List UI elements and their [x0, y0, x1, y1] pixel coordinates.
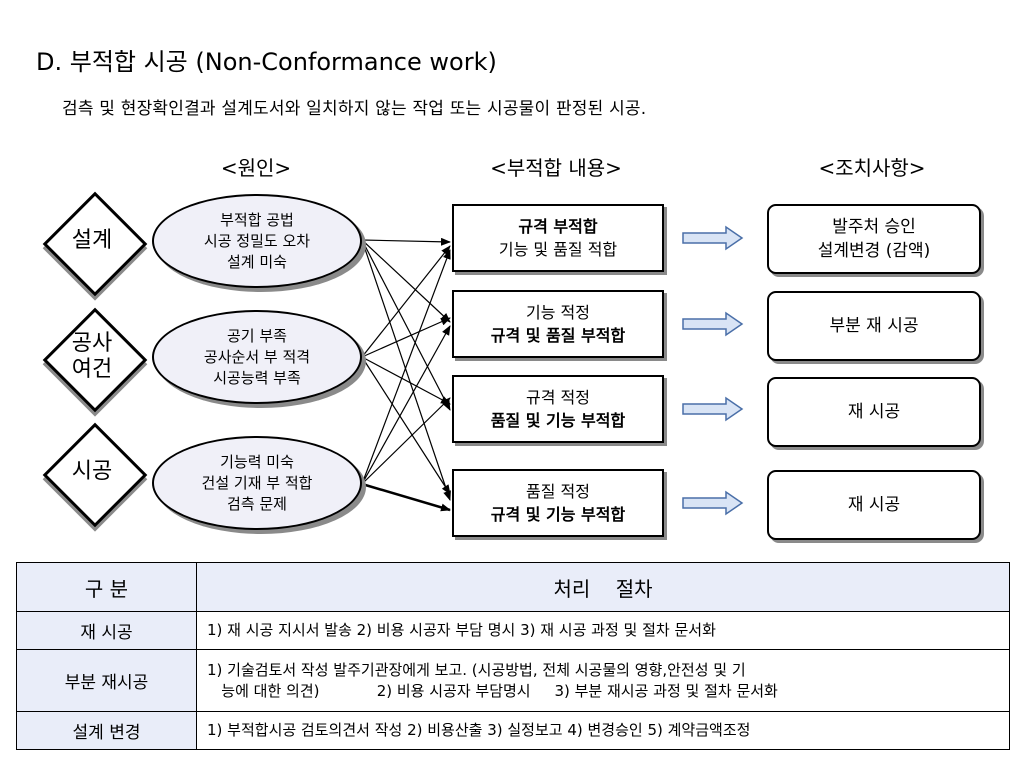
action-box-2: 부분 재 시공 — [767, 291, 981, 361]
row-category: 부분 재시공 — [16, 649, 197, 712]
nonconformity-line: 품질 적정 — [526, 482, 590, 501]
procedure-table-header: 구 분 처리 절차 — [16, 562, 1010, 612]
column-header-action: <조치사항> — [818, 156, 926, 180]
nonconformity-line: 규격 적정 — [526, 388, 590, 407]
connector-line — [361, 317, 451, 358]
cause-items-construction: 기능력 미숙 건설 기재 부 적합 검측 문제 — [152, 436, 362, 530]
connector-line — [361, 249, 451, 485]
header-procedure: 처리 절차 — [196, 562, 1010, 612]
page-title: D. 부적합 시공 (Non-Conformance work) — [36, 48, 497, 76]
right-arrow-icon — [682, 225, 744, 251]
action-box-1: 발주처 승인 설계변경 (감액) — [767, 204, 981, 274]
cause-category-label: 시공 — [71, 459, 113, 484]
nonconformity-line: 품질 및 기능 부적합 — [490, 411, 626, 430]
connector-lines — [361, 237, 451, 512]
cause-items-design: 부적합 공법 시공 정밀도 오차 설계 미숙 — [152, 194, 362, 288]
nonconformity-line: 규격 부적합 — [518, 217, 598, 236]
connector-line — [361, 325, 451, 485]
row-procedure: 1) 부적합시공 검토의견서 작성 2) 비용산출 3) 실정보고 4) 변경승… — [196, 711, 1010, 750]
header-category: 구 분 — [16, 562, 197, 612]
row-category: 설계 변경 — [16, 711, 197, 750]
connector-line — [361, 482, 451, 512]
cause-category-label: 공사 여건 — [71, 331, 113, 382]
cause-category-label: 설계 — [71, 228, 113, 253]
right-arrow-icon — [682, 490, 744, 516]
nonconformity-box-4: 품질 적정 규격 및 기능 부적합 — [452, 469, 664, 537]
nonconformity-line: 기능 및 품질 적합 — [498, 240, 618, 259]
nonconformity-box-1: 규격 부적합 기능 및 품질 적합 — [452, 204, 664, 272]
cause-category-site-conditions: 공사 여건 — [42, 307, 148, 413]
row-procedure: 1) 재 시공 지시서 발송 2) 비용 시공자 부담 명시 3) 재 시공 과… — [196, 611, 1010, 650]
row-category: 재 시공 — [16, 611, 197, 650]
row-procedure: 1) 기술검토서 작성 발주기관장에게 보고. (시공방법, 전체 시공물의 영… — [196, 649, 1010, 712]
column-header-content: <부적합 내용> — [490, 156, 622, 180]
nonconformity-box-3: 규격 적정 품질 및 기능 부적합 — [452, 375, 664, 443]
nonconformity-line: 규격 및 품질 부적합 — [490, 326, 626, 345]
cause-category-design: 설계 — [42, 191, 148, 297]
cause-items-site-conditions: 공기 부족 공사순서 부 적격 시공능력 부족 — [152, 310, 362, 404]
procedure-table: 구 분 처리 절차 재 시공 1) 재 시공 지시서 발송 2) 비용 시공자 … — [16, 562, 1010, 750]
nonconformity-line: 기능 적정 — [526, 303, 590, 322]
connector-line — [361, 356, 451, 495]
connector-line — [361, 397, 451, 485]
connector-line — [361, 239, 451, 501]
right-arrow-icon — [682, 311, 744, 337]
column-header-cause: <원인> — [220, 156, 292, 180]
page-subtitle: 검측 및 현장확인결과 설계도서와 일치하지 않는 작업 또는 시공물이 판정된… — [62, 99, 647, 119]
connector-line — [361, 245, 451, 358]
connector-line — [361, 356, 451, 405]
action-box-4: 재 시공 — [767, 470, 981, 540]
nonconformity-box-2: 기능 적정 규격 및 품질 부적합 — [452, 290, 664, 358]
connector-line — [361, 239, 451, 323]
table-row: 설계 변경 1) 부적합시공 검토의견서 작성 2) 비용산출 3) 실정보고 … — [16, 711, 1010, 750]
cause-category-construction: 시공 — [42, 422, 148, 528]
table-row: 부분 재시공 1) 기술검토서 작성 발주기관장에게 보고. (시공방법, 전체… — [16, 649, 1010, 712]
nonconformity-line: 규격 및 기능 부적합 — [490, 505, 626, 524]
action-box-3: 재 시공 — [767, 377, 981, 447]
connector-line — [361, 239, 451, 411]
connector-line — [361, 237, 451, 246]
right-arrow-icon — [682, 396, 744, 422]
table-row: 재 시공 1) 재 시공 지시서 발송 2) 비용 시공자 부담 명시 3) 재… — [16, 611, 1010, 650]
